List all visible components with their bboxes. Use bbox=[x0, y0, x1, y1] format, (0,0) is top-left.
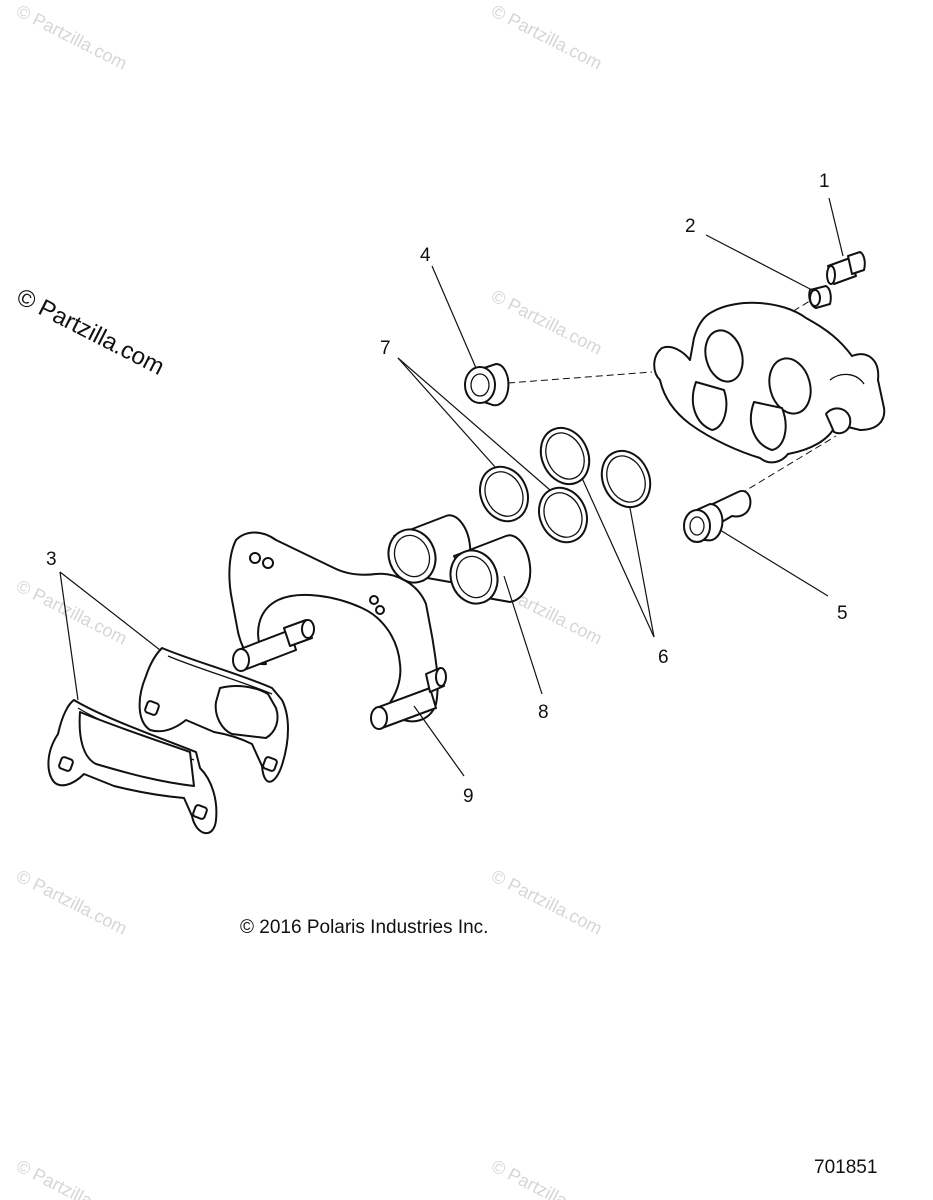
leader-1 bbox=[828, 197, 844, 257]
watermark-text: © Partzilla.com bbox=[488, 1156, 605, 1200]
brake-pad-front bbox=[47, 699, 218, 834]
bleeder-screw bbox=[826, 251, 866, 285]
callout-9: 9 bbox=[463, 786, 474, 807]
piston-front bbox=[449, 534, 532, 605]
bracket-hole bbox=[375, 605, 385, 615]
leader-9 bbox=[413, 705, 465, 777]
seal-7-b bbox=[538, 486, 588, 544]
bushing bbox=[464, 363, 510, 407]
callouts: 1 2 3 4 5 6 7 8 9 bbox=[46, 171, 848, 807]
leader-6a bbox=[581, 477, 655, 638]
leader-8 bbox=[503, 575, 543, 695]
watermark-text: © Partzilla.com bbox=[13, 576, 130, 649]
watermark-text: © Partzilla.com bbox=[488, 286, 605, 359]
callout-2: 2 bbox=[685, 216, 696, 237]
callout-8: 8 bbox=[538, 702, 549, 723]
leader-4 bbox=[431, 265, 477, 369]
watermark-text: © Partzilla.com bbox=[13, 1, 130, 74]
caliper-housing bbox=[653, 301, 886, 464]
leader-7b bbox=[397, 357, 551, 491]
seal-6-a bbox=[539, 426, 591, 486]
assembly-line-bushing bbox=[507, 371, 653, 384]
watermark-text: © Partzilla.com bbox=[488, 1, 605, 74]
callout-4: 4 bbox=[420, 245, 431, 266]
watermark-text: © Partzilla.com bbox=[488, 866, 605, 939]
watermark-text: © Partzilla.com bbox=[13, 1156, 130, 1200]
callout-5: 5 bbox=[837, 603, 848, 624]
callout-1: 1 bbox=[819, 171, 830, 192]
callout-7: 7 bbox=[380, 338, 391, 359]
seal-6-b bbox=[600, 449, 652, 509]
leader-5 bbox=[719, 529, 829, 597]
leader-3a bbox=[59, 571, 161, 651]
assembly-line-bolt bbox=[739, 435, 837, 495]
callout-3: 3 bbox=[46, 549, 57, 570]
watermark-text: © Partzilla.com bbox=[13, 866, 130, 939]
bracket-hole bbox=[249, 552, 261, 564]
leader-3b bbox=[59, 571, 79, 701]
leader-7a bbox=[397, 357, 497, 469]
leader-2 bbox=[705, 234, 813, 291]
copyright-text: © 2016 Polaris Industries Inc. bbox=[240, 917, 488, 938]
caliper-bolt bbox=[683, 490, 752, 543]
leader-6b bbox=[629, 507, 655, 638]
diagram-number: 701851 bbox=[814, 1157, 877, 1178]
caliper-bracket bbox=[228, 531, 447, 730]
seal-7-a bbox=[479, 465, 529, 523]
bracket-hole bbox=[369, 595, 379, 605]
leader-lines bbox=[59, 197, 844, 777]
bleeder-cap bbox=[808, 285, 832, 309]
watermark-prominent: © Partzilla.com bbox=[12, 283, 168, 380]
callout-6: 6 bbox=[658, 647, 669, 668]
brake-pad-rear bbox=[138, 647, 289, 783]
bracket-hole bbox=[262, 557, 274, 569]
